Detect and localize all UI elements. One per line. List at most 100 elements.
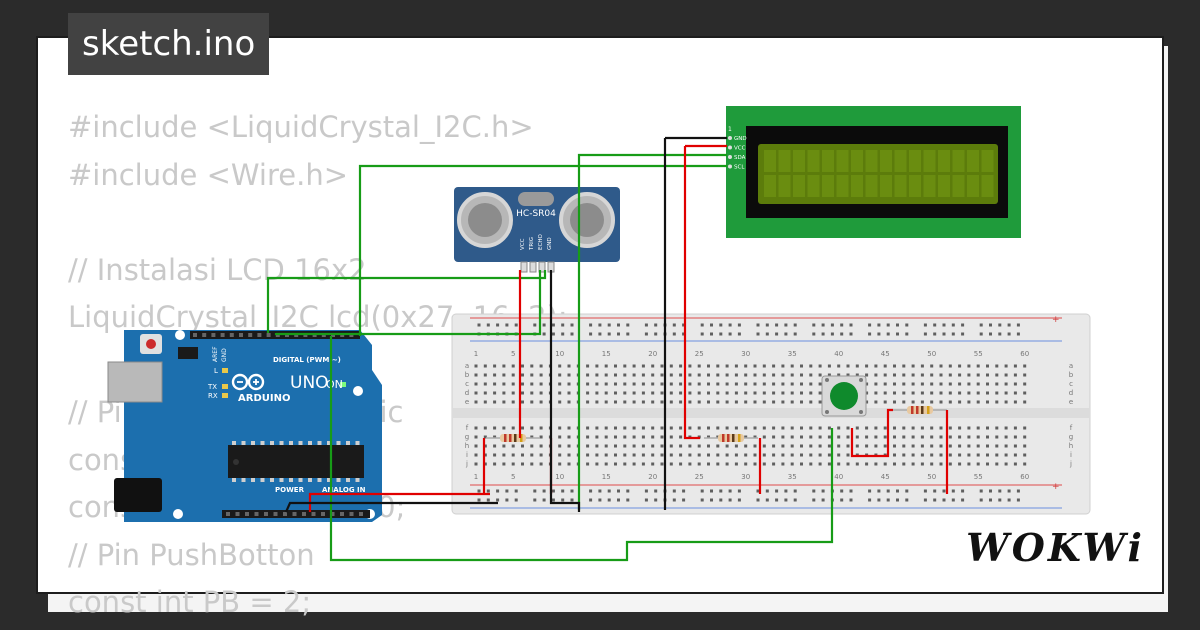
row-letter: e [465, 398, 469, 406]
sensor-pin-label: ECHO [538, 234, 544, 250]
label-rx: RX [208, 392, 218, 400]
lcd-pin-label: VCC [734, 146, 746, 152]
row-letter: j [465, 460, 468, 468]
row-letter: d [465, 389, 469, 397]
icsp-header [178, 347, 198, 359]
lcd-16x2[interactable]: 1 GND VCC SDA SCL [726, 106, 1021, 238]
wire-lcd-vcc-drop[interactable] [683, 146, 700, 440]
column-number: 25 [695, 350, 704, 358]
column-number: 45 [881, 473, 890, 481]
column-number: 50 [927, 350, 936, 358]
atmega-chip [228, 445, 364, 478]
reset-button [146, 339, 156, 349]
lcd-pin-number: 1 [728, 126, 732, 133]
wire-gnd-rail[interactable] [284, 501, 498, 513]
row-letter: j [1069, 460, 1072, 468]
button-cap [830, 382, 858, 410]
column-number: 15 [602, 473, 611, 481]
led-rx [222, 393, 228, 398]
row-letter: b [1069, 371, 1074, 379]
code-line: const int PB = 2; [68, 585, 312, 619]
push-button[interactable] [821, 375, 867, 417]
column-number: 35 [788, 473, 797, 481]
row-letter: f [1070, 424, 1073, 432]
wire-pb-res3[interactable] [850, 408, 893, 458]
mount-hole-tl [175, 330, 185, 340]
column-number: 5 [511, 350, 515, 358]
column-number: 1 [474, 473, 478, 481]
column-number: 20 [648, 473, 657, 481]
analog-label: ANALOG IN [322, 486, 366, 494]
wire-pushbutton[interactable] [329, 336, 834, 562]
row-letter: g [465, 433, 469, 441]
led-tx [222, 384, 228, 389]
row-letter: d [1069, 389, 1073, 397]
row-letter: g [1069, 433, 1073, 441]
code-line: // Pin PushBotton [68, 537, 315, 572]
led-l [222, 368, 228, 373]
lcd-pin-label: SDA [734, 155, 746, 161]
row-letter: e [1069, 398, 1073, 406]
wire-sda[interactable] [577, 153, 727, 510]
power-jack [114, 478, 162, 512]
column-number: 45 [881, 350, 890, 358]
row-letter: f [466, 424, 469, 432]
wire-trig[interactable] [266, 270, 547, 333]
label-l: L [214, 367, 218, 375]
usb-port [107, 361, 163, 403]
wire-5v-rail[interactable] [308, 492, 490, 512]
rail-plus-label-bottom: + [1052, 482, 1060, 492]
mount-hole-bl [173, 509, 183, 519]
sensor-mesh-left [468, 203, 502, 237]
code-line: #include <Wire.h> [68, 157, 349, 192]
column-number: 15 [602, 350, 611, 358]
arduino-logo-icon [231, 373, 265, 391]
column-number: 30 [741, 350, 750, 358]
label-tx: TX [207, 383, 217, 391]
column-number: 40 [834, 350, 843, 358]
row-letter: b [465, 371, 470, 379]
column-number: 30 [741, 473, 750, 481]
wire-echo[interactable] [274, 270, 542, 336]
resistor-3[interactable] [893, 406, 947, 414]
power-label: POWER [275, 486, 305, 494]
sensor-pin-label: GND [547, 237, 553, 250]
row-letter: h [465, 442, 469, 450]
sensor-pin-label: TRIG [529, 237, 535, 251]
resistor-1[interactable] [486, 434, 540, 442]
column-number: 40 [834, 473, 843, 481]
column-number: 55 [974, 473, 983, 481]
lcd-pin-label: GND [734, 136, 747, 142]
lcd-pin-label: SCL [734, 165, 745, 171]
wire-scl[interactable] [358, 164, 727, 336]
column-number: 25 [695, 473, 704, 481]
column-number: 10 [555, 473, 564, 481]
row-letter: i [1070, 451, 1072, 459]
wire-sensor-gnd[interactable] [549, 270, 581, 512]
digital-label: DIGITAL (PWM ~) [273, 356, 341, 364]
resistor-2[interactable] [704, 434, 758, 442]
chip-notch [233, 459, 239, 465]
sensor-label: HC-SR04 [516, 209, 556, 219]
column-number: 20 [648, 350, 657, 358]
gnd-label: GND [221, 348, 228, 362]
mount-hole-r1 [353, 386, 363, 396]
row-letter: a [1069, 362, 1073, 370]
row-letter: c [465, 380, 469, 388]
led-on [340, 382, 346, 387]
column-number: 5 [511, 473, 515, 481]
arduino-uno[interactable]: L TX RX ON UNO ARDUINO DIGITAL (PWM ~) P… [107, 330, 382, 522]
column-number: 50 [927, 473, 936, 481]
sensor-mesh-right [570, 203, 604, 237]
column-number: 10 [555, 350, 564, 358]
row-letter: i [466, 451, 468, 459]
wires [266, 136, 949, 562]
arduino-model: UNO [290, 373, 329, 393]
wokwi-logo: WOKWi [966, 525, 1145, 570]
file-title[interactable]: sketch.ino [68, 13, 270, 75]
column-number: 60 [1020, 473, 1029, 481]
sensor-crystal [518, 192, 554, 206]
